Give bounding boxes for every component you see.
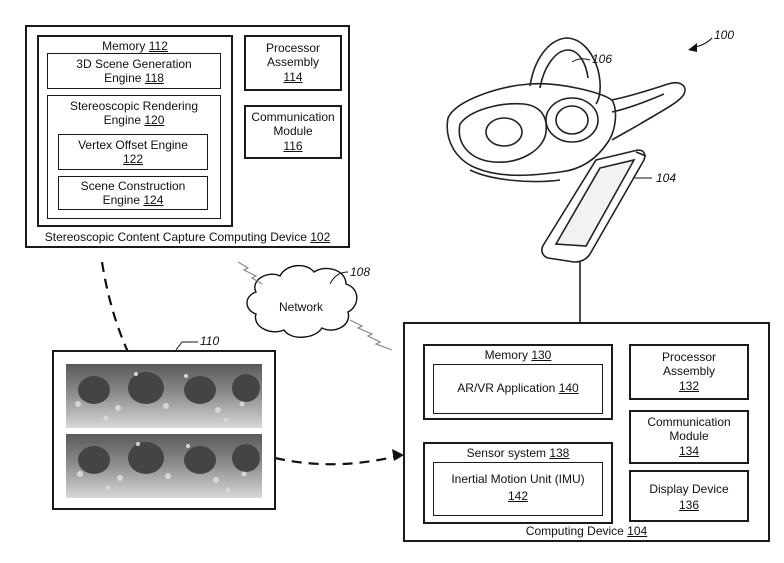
display-136-num-line: 136 <box>631 498 747 512</box>
scene-gen-line2-text: Engine <box>104 71 141 85</box>
device-104-caption-text: Computing Device <box>526 524 624 538</box>
vertex-offset-num-line: 122 <box>59 152 207 166</box>
memory-112-label: Memory 112 <box>39 39 231 53</box>
imu-142-num: 142 <box>508 489 528 503</box>
arvr-140-box: AR/VR Application 140 <box>433 364 603 414</box>
dashed-link-102-to-110 <box>102 262 128 352</box>
imu-142-num-line: 142 <box>434 489 602 503</box>
arvr-140-text: AR/VR Application <box>457 381 555 395</box>
vertex-offset-122-box: Vertex Offset Engine 122 <box>58 134 208 170</box>
scene-gen-line2: Engine 118 <box>48 71 220 85</box>
arvr-140-num: 140 <box>559 381 579 395</box>
processor-114-box: Processor Assembly 114 <box>244 35 342 91</box>
arvr-140-label: AR/VR Application 140 <box>434 381 602 395</box>
comm-134-num: 134 <box>679 444 699 458</box>
comm-116-num: 116 <box>283 139 302 153</box>
processor-132-line1: Processor <box>631 350 747 364</box>
network-ref-108: 108 <box>350 265 370 279</box>
scene-constr-line2: Engine 124 <box>59 193 207 207</box>
display-136-box: Display Device 136 <box>629 470 749 522</box>
phone-ref-104: 104 <box>656 171 676 185</box>
scene-constr-num: 124 <box>143 193 163 207</box>
stereo-render-line2-text: Engine <box>104 113 141 127</box>
scene-gen-line1: 3D Scene Generation <box>48 57 220 71</box>
comm-134-num-line: 134 <box>631 444 747 458</box>
memory-130-label: Memory 130 <box>425 348 611 362</box>
comm-116-num-line: 116 <box>246 139 340 153</box>
stereo-image-drawing <box>66 364 262 498</box>
device-102-caption-text: Stereoscopic Content Capture Computing D… <box>45 230 307 244</box>
processor-132-num: 132 <box>679 379 699 393</box>
processor-114-num: 114 <box>283 70 302 84</box>
stereo-render-line2: Engine 120 <box>48 113 220 127</box>
comm-134-line2: Module <box>631 429 747 443</box>
stereo-render-120-box: Stereoscopic Rendering Engine 120 Vertex… <box>47 95 221 219</box>
scene-constr-line2-text: Engine <box>103 193 140 207</box>
imu-142-text: Inertial Motion Unit (IMU) <box>434 472 602 486</box>
memory-130-num: 130 <box>531 348 551 362</box>
comm-116-line2: Module <box>246 124 340 138</box>
device-102-caption-num: 102 <box>310 230 330 244</box>
device-104-caption: Computing Device 104 <box>405 524 768 538</box>
scene-constr-124-box: Scene Construction Engine 124 <box>58 176 208 210</box>
processor-132-num-line: 132 <box>631 379 747 393</box>
sensor-138-box: Sensor system 138 Inertial Motion Unit (… <box>423 442 613 524</box>
vertex-offset-line1: Vertex Offset Engine <box>59 138 207 152</box>
sensor-138-label: Sensor system 138 <box>425 446 611 460</box>
processor-114-line2: Assembly <box>246 55 340 69</box>
network-label: Network <box>276 300 326 314</box>
dashed-link-110-to-104 <box>275 456 398 464</box>
memory-112-text: Memory <box>102 39 145 53</box>
stereo-render-num: 120 <box>144 113 164 127</box>
lightning-lower <box>350 320 392 350</box>
sensor-138-text: Sensor system <box>467 446 546 460</box>
ref-110-leader <box>176 342 198 350</box>
stereo-render-line1: Stereoscopic Rendering <box>48 99 220 113</box>
comm-116-line1: Communication <box>246 110 340 124</box>
stereo-image-110-frame <box>52 350 276 510</box>
scene-gen-118-box: 3D Scene Generation Engine 118 <box>47 53 221 89</box>
memory-112-num: 112 <box>149 39 168 53</box>
processor-132-box: Processor Assembly 132 <box>629 344 749 400</box>
processor-114-num-line: 114 <box>246 70 340 84</box>
scene-gen-num: 118 <box>145 71 164 85</box>
memory-130-text: Memory <box>485 348 528 362</box>
memory-130-box: Memory 130 AR/VR Application 140 <box>423 344 613 420</box>
figure-ref-100: 100 <box>714 28 734 42</box>
vertex-offset-num: 122 <box>123 152 143 166</box>
comm-116-box: Communication Module 116 <box>244 105 342 159</box>
comm-134-box: Communication Module 134 <box>629 410 749 464</box>
device-104-box: Computing Device 104 Memory 130 AR/VR Ap… <box>403 322 770 542</box>
display-136-num: 136 <box>679 498 699 512</box>
imu-142-box: Inertial Motion Unit (IMU) 142 <box>433 462 603 516</box>
memory-112-box: Memory 112 3D Scene Generation Engine 11… <box>37 35 233 227</box>
vr-headset-drawing <box>447 38 685 182</box>
sensor-138-num: 138 <box>549 446 569 460</box>
display-136-text: Display Device <box>631 482 747 496</box>
ref-100-arrowhead <box>688 43 697 52</box>
processor-114-line1: Processor <box>246 41 340 55</box>
phone-drawing <box>542 150 646 262</box>
image-ref-110: 110 <box>200 334 219 348</box>
scene-constr-line1: Scene Construction <box>59 179 207 193</box>
processor-132-line2: Assembly <box>631 364 747 378</box>
device-102-box: Stereoscopic Content Capture Computing D… <box>25 25 350 248</box>
device-104-caption-num: 104 <box>627 524 647 538</box>
headset-ref-106: 106 <box>592 52 612 66</box>
comm-134-line1: Communication <box>631 415 747 429</box>
device-102-caption: Stereoscopic Content Capture Computing D… <box>27 230 348 244</box>
